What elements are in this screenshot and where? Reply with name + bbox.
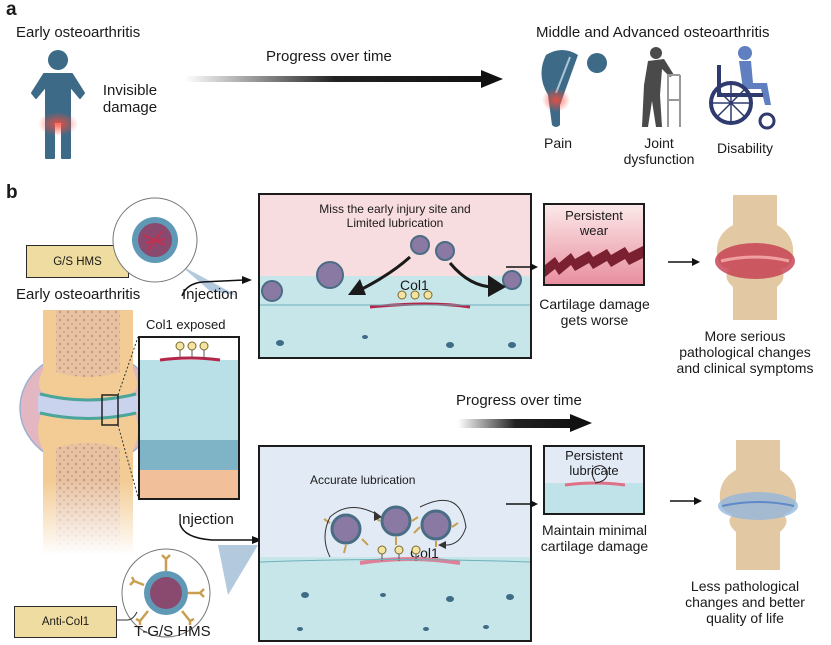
symptom-label-joint-dysfunction: Joint dysfunction xyxy=(614,135,704,167)
label-line: Joint xyxy=(644,135,674,151)
healthy-knee-icon xyxy=(718,440,798,570)
gs-hms-tag: G/S HMS xyxy=(26,245,129,278)
progress-over-time-label-b: Progress over time xyxy=(456,392,582,409)
gs-hms-magnified-particle xyxy=(112,197,236,295)
note-line: Invisible xyxy=(102,82,158,99)
persistent-wear-title: Persistent wear xyxy=(545,208,643,239)
injection-arrow-top xyxy=(181,276,252,297)
col1-label-top: Col1 xyxy=(400,277,429,293)
lubricate-caption: Maintain minimal cartilage damage xyxy=(537,522,652,554)
accurate-lubrication-title: Accurate lubrication xyxy=(310,473,416,487)
tgs-hms-label: T-G/S HMS xyxy=(134,623,211,640)
standing-person-icon xyxy=(31,50,85,159)
persistent-wear-box: Persistent wear xyxy=(543,203,645,286)
missed-injury-box: Miss the early injury site and Limited l… xyxy=(258,193,532,359)
arrow-to-wear xyxy=(506,263,538,271)
progress-arrow-a xyxy=(185,70,503,88)
symptom-label-disability: Disability xyxy=(716,140,773,156)
early-oa-title: Early osteoarthritis xyxy=(16,24,141,41)
invisible-damage-note: Invisible damage xyxy=(100,82,160,117)
zoom-lines xyxy=(117,336,139,498)
injection-label-bottom: Injection xyxy=(178,511,234,528)
arrow-to-bad-outcome xyxy=(668,258,700,266)
early-oa-title-b: Early osteoarthritis xyxy=(16,286,141,303)
tag-connector xyxy=(117,611,138,621)
title-line: lubricate xyxy=(569,462,619,478)
damaged-knee-icon xyxy=(715,195,795,320)
outcome-line: More serious xyxy=(704,328,786,344)
advanced-oa-title: Middle and Advanced osteoarthritis xyxy=(536,24,770,41)
injection-label-top: Injection xyxy=(182,286,238,303)
panel-a-label: a xyxy=(6,0,17,20)
title-line: Miss the early injury site and xyxy=(319,202,471,216)
outcome-line: pathological changes xyxy=(679,344,811,361)
bent-person-pain-icon xyxy=(541,50,607,127)
arrow-to-lubricate xyxy=(506,500,538,508)
persistent-lubricate-box: Persistent lubricate xyxy=(543,445,645,515)
title-line: Persistent xyxy=(565,448,623,463)
person-walker-icon xyxy=(642,47,681,127)
label-line: dysfunction xyxy=(623,151,695,168)
caption-line: Cartilage damage xyxy=(539,296,650,312)
panel-b-label: b xyxy=(6,182,18,203)
progress-arrow-b xyxy=(458,414,592,432)
col1-exposed-label: Col1 exposed xyxy=(146,317,226,332)
good-outcome-text: Less pathological changes and better qua… xyxy=(670,578,820,626)
title-line: Persistent xyxy=(565,208,623,223)
injection-arrow-bottom xyxy=(179,523,262,544)
outcome-line: Less pathological xyxy=(690,578,800,594)
outcome-line: and clinical symptoms xyxy=(676,360,814,377)
anti-col1-tag: Anti-Col1 xyxy=(14,606,117,638)
outcome-line: changes and better xyxy=(685,594,805,611)
outcome-line: quality of life xyxy=(706,610,784,627)
arrow-to-good-outcome xyxy=(670,497,702,505)
persistent-lubricate-title: Persistent lubricate xyxy=(545,448,643,479)
title-line: Limited lubrication xyxy=(346,215,444,230)
caption-line: cartilage damage xyxy=(540,538,649,555)
progress-over-time-label-a: Progress over time xyxy=(266,48,392,65)
bad-outcome-text: More serious pathological changes and cl… xyxy=(660,328,830,376)
symptom-label-pain: Pain xyxy=(543,135,573,151)
knee-joint-diagram xyxy=(18,310,163,555)
missed-injury-title: Miss the early injury site and Limited l… xyxy=(260,202,530,231)
wheelchair-icon xyxy=(709,46,776,130)
caption-line: Maintain minimal xyxy=(541,522,648,538)
wear-caption: Cartilage damage gets worse xyxy=(537,296,652,328)
cartilage-cross-section xyxy=(138,336,240,500)
caption-line: gets worse xyxy=(560,312,629,329)
tgs-hms-magnified-particle xyxy=(121,545,258,638)
note-line: damage xyxy=(102,99,158,117)
accurate-lubrication-box: Accurate lubrication Col1 xyxy=(258,445,532,642)
title-line: wear xyxy=(579,222,609,238)
